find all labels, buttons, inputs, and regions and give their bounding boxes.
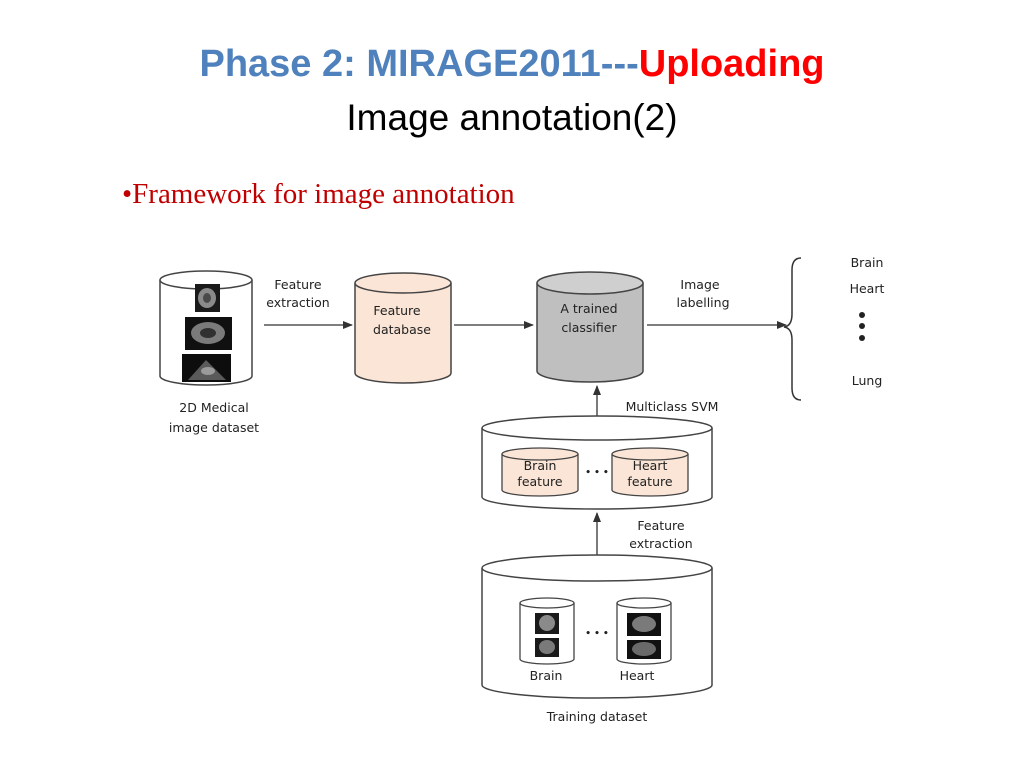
trained-classifier-cylinder	[536, 271, 644, 383]
feature-extraction-label-2-line2: extraction	[629, 536, 692, 551]
output-label-lung: Lung	[852, 373, 883, 388]
bullet-text: •Framework for image annotation	[122, 178, 515, 210]
training-brain-label: Brain	[530, 668, 563, 683]
brain-scan-thumbnail-icon	[195, 284, 220, 312]
brain-training-scan-icon	[535, 613, 559, 657]
training-ellipsis: • • •	[585, 629, 609, 639]
training-dataset-label: Training dataset	[546, 709, 648, 724]
medical-dataset-label-line2: image dataset	[169, 420, 259, 435]
output-label-heart: Heart	[850, 281, 885, 296]
heart-scan-thumbnail-icon	[185, 317, 232, 350]
output-label-brain: Brain	[851, 255, 884, 270]
brain-feature-label-line1: Brain	[524, 458, 557, 473]
heart-training-scan-icon	[627, 613, 661, 659]
feature-extraction-label-2-line1: Feature	[637, 518, 685, 533]
medical-dataset-label-line1: 2D Medical	[179, 400, 248, 415]
feature-database-cylinder	[354, 272, 452, 384]
image-labelling-label-line1: Image	[680, 277, 719, 292]
classifier-label-line2: classifier	[561, 320, 617, 335]
title-highlight: Uploading	[638, 43, 825, 85]
brain-feature-label-line2: feature	[517, 474, 562, 489]
slide-title: Phase 2: MIRAGE2011---Uploading	[0, 40, 1024, 88]
feature-extraction-label-1-line2: extraction	[266, 295, 329, 310]
ultrasound-thumbnail-icon	[182, 354, 231, 382]
vertical-ellipsis-icon	[859, 312, 865, 341]
label-brace	[783, 257, 802, 401]
training-heart-label: Heart	[620, 668, 655, 683]
training-dataset-cylinder	[481, 554, 713, 699]
feature-extraction-label-1-line1: Feature	[274, 277, 322, 292]
multiclass-svm-label: Multiclass SVM	[626, 399, 719, 414]
heart-feature-label-line2: feature	[627, 474, 672, 489]
feature-database-label-line1: Feature	[373, 303, 421, 318]
image-labelling-label-line2: labelling	[676, 295, 729, 310]
classifier-label-line1: A trained	[560, 301, 617, 316]
heart-feature-cylinder	[611, 447, 689, 497]
brain-feature-cylinder	[501, 447, 579, 497]
title-main: Phase 2: MIRAGE2011---	[199, 43, 639, 85]
heart-feature-label-line1: Heart	[633, 458, 668, 473]
slide-subtitle: Image annotation(2)	[346, 97, 678, 138]
feature-database-label-line2: database	[373, 322, 431, 337]
feature-ellipsis: • • •	[585, 468, 609, 478]
